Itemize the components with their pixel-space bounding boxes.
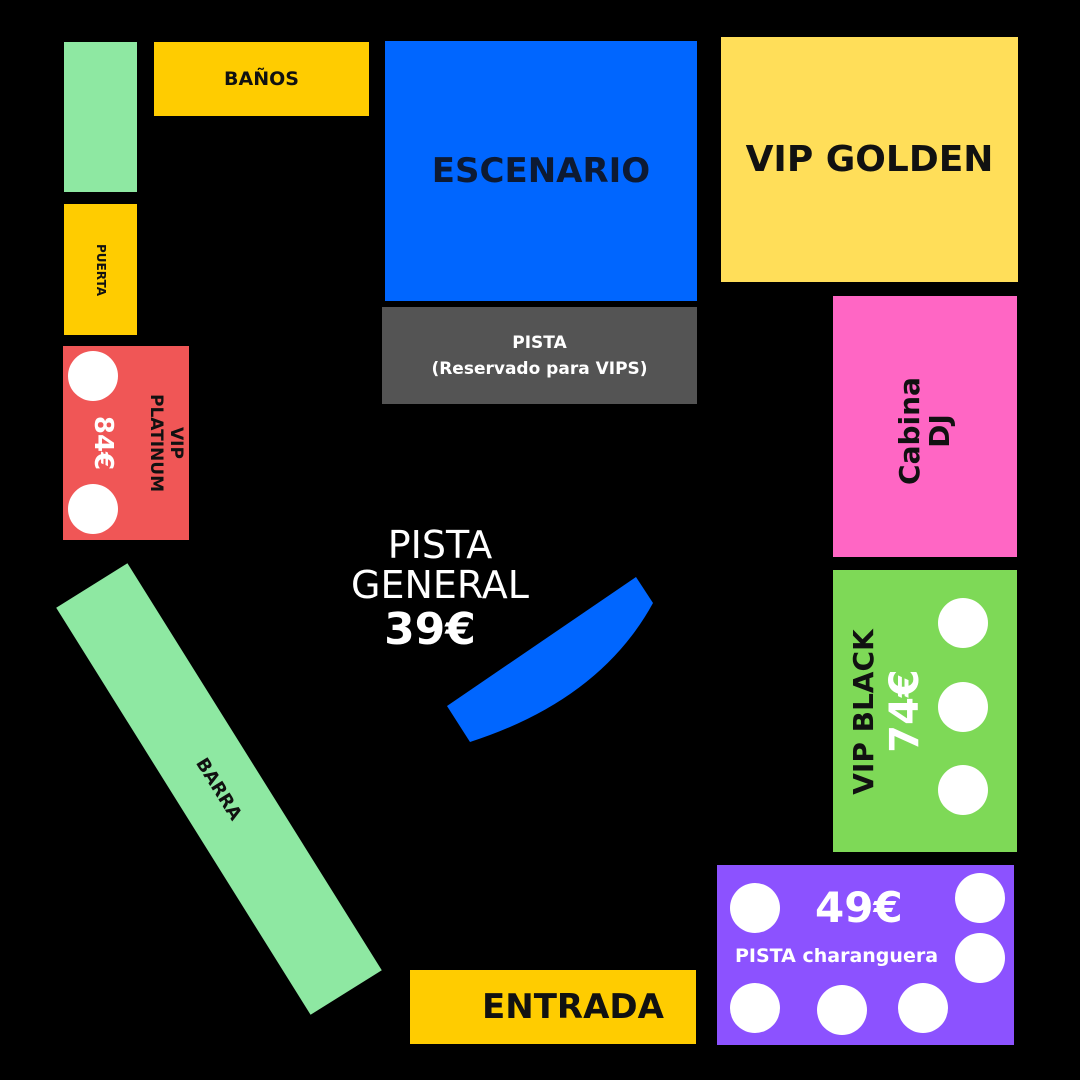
banos-label: BAÑOS — [224, 68, 299, 90]
zone-vip-golden[interactable]: VIP GOLDEN — [721, 37, 1018, 282]
zone-vip-platinum[interactable]: 84€ VIP PLATINUM — [63, 346, 189, 540]
zone-pista-charanguera[interactable]: 49€ PISTA charanguera — [717, 865, 1014, 1045]
table-circle[interactable] — [730, 883, 780, 933]
escenario-label: ESCENARIO — [431, 151, 651, 191]
pista-general-price: 39€ — [384, 604, 476, 655]
zone-cabina-dj[interactable]: Cabina DJ — [833, 296, 1017, 557]
vip-black-price-wrap: 74€ — [882, 651, 928, 771]
table-circle[interactable] — [817, 985, 867, 1035]
vip-golden-label: VIP GOLDEN — [745, 139, 994, 180]
pista-vip-line2: (Reservado para VIPS) — [431, 358, 648, 379]
zone-puerta[interactable]: PUERTA — [64, 204, 137, 335]
pista-charanguera-price: 49€ — [815, 883, 903, 932]
table-circle[interactable] — [68, 351, 118, 401]
zone-vip-black[interactable]: VIP BLACK 74€ — [833, 570, 1017, 852]
pista-general-line2: GENERAL — [351, 563, 529, 607]
barra-label: BARRA — [191, 754, 247, 824]
table-circle[interactable] — [68, 484, 118, 534]
vip-black-label-wrap: VIP BLACK — [843, 627, 883, 797]
zone-pista-vip[interactable]: PISTA (Reservado para VIPS) — [382, 307, 697, 404]
table-circle[interactable] — [938, 682, 988, 732]
table-circle[interactable] — [898, 983, 948, 1033]
zone-banos[interactable]: BAÑOS — [154, 42, 369, 116]
table-circle[interactable] — [955, 933, 1005, 983]
pista-vip-line1: PISTA — [512, 332, 567, 353]
table-circle[interactable] — [938, 765, 988, 815]
table-circle[interactable] — [955, 873, 1005, 923]
table-circle[interactable] — [730, 983, 780, 1033]
entrada-label: ENTRADA — [482, 987, 664, 1027]
table-circle[interactable] — [938, 598, 988, 648]
pista-charanguera-label: PISTA charanguera — [735, 945, 939, 967]
zone-pista-general[interactable]: PISTA GENERAL 39€ — [325, 525, 555, 665]
pista-general-line1: PISTA — [387, 523, 493, 567]
vip-black-label: VIP BLACK — [846, 629, 880, 795]
zone-escenario[interactable]: ESCENARIO — [385, 41, 697, 301]
vip-black-price: 74€ — [882, 669, 928, 753]
green-area-top-left — [64, 42, 137, 192]
zone-entrada[interactable]: ENTRADA — [410, 970, 696, 1044]
